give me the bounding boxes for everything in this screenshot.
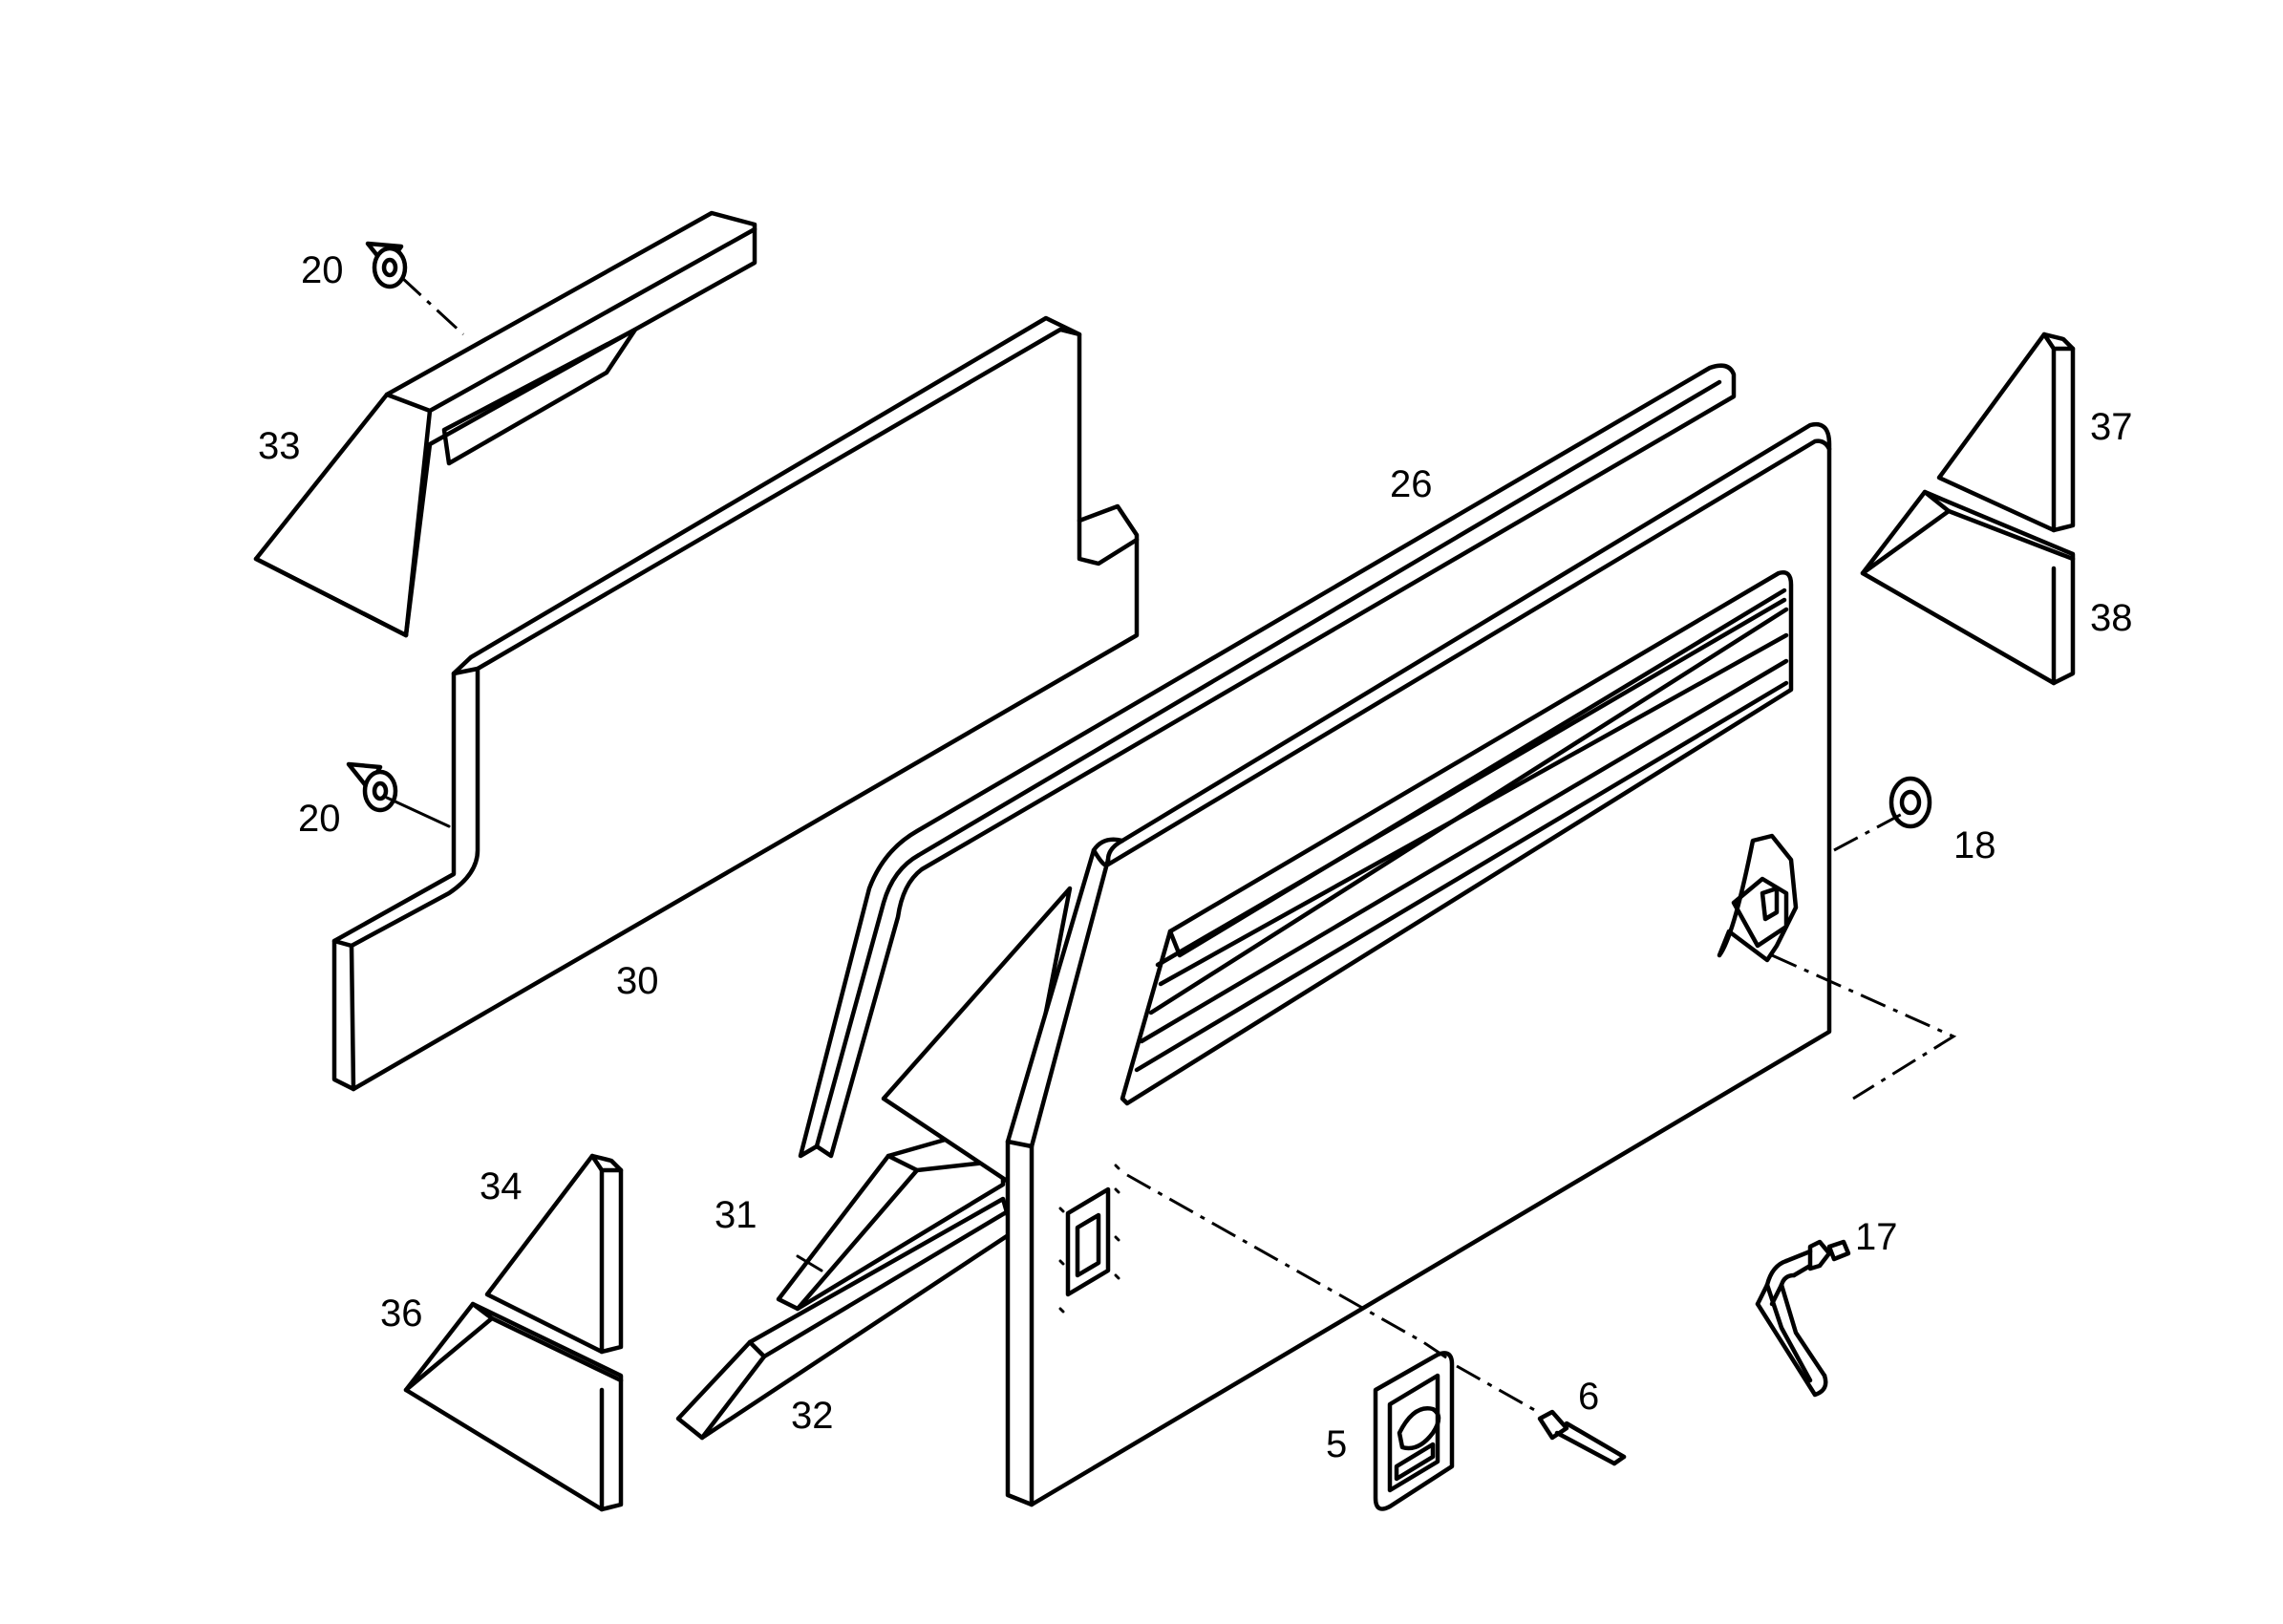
part-30-side-panel	[331, 315, 1140, 1092]
label-26: 26	[1390, 463, 1433, 505]
part-17-rod	[1755, 1239, 1851, 1398]
part-36-pad	[403, 1301, 624, 1512]
label-34: 34	[480, 1165, 523, 1207]
label-36: 36	[380, 1293, 423, 1335]
part-20-clip-mid	[346, 761, 398, 813]
label-6: 6	[1578, 1376, 1599, 1418]
leader-lines	[385, 275, 1957, 1414]
label-30: 30	[616, 960, 659, 1002]
label-17: 17	[1855, 1216, 1898, 1258]
main-door-panel	[1005, 421, 1832, 1507]
part-38-pad	[1860, 489, 2076, 686]
part-20-clip-top	[365, 241, 408, 289]
label-5: 5	[1326, 1423, 1347, 1465]
label-33: 33	[258, 425, 301, 467]
label-37: 37	[2090, 406, 2133, 448]
part-37-pad	[1936, 331, 2076, 533]
label-32: 32	[791, 1395, 834, 1437]
label-31: 31	[715, 1194, 757, 1236]
part-labels: 20 33 20 30 26 37 38 18 17 34 31 36 32 5…	[258, 249, 2133, 1465]
label-20-mid: 20	[298, 798, 341, 840]
part-18-grommet	[1888, 776, 1932, 829]
part-5-latch-plate	[1373, 1351, 1455, 1511]
label-38: 38	[2090, 597, 2133, 639]
part-34-pad	[484, 1153, 624, 1355]
part-33-upper-trim	[253, 210, 757, 638]
part-6-screw	[1537, 1409, 1627, 1466]
label-18: 18	[1953, 824, 1996, 866]
part-26-seal-strip	[798, 363, 1737, 1159]
label-20-top: 20	[301, 249, 344, 291]
